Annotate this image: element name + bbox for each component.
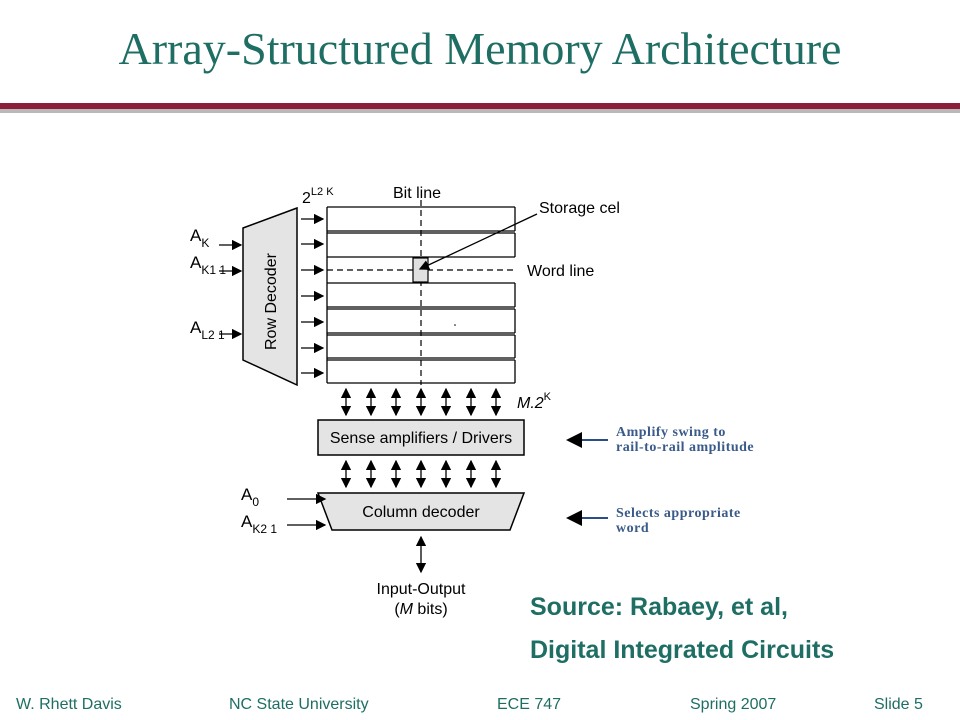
column-address-label-1: AK2 1 (241, 512, 277, 536)
storage-cell (412, 257, 429, 283)
selects-note-line2: word (616, 521, 650, 536)
storage-cell-pointer (418, 213, 538, 270)
amplify-note-line2: rail-to-rail amplitude (616, 440, 755, 455)
footer-author: W. Rhett Davis (16, 696, 122, 713)
source-line-2: Digital Integrated Circuits (530, 636, 835, 664)
slide-title: Array-Structured Memory Architecture (118, 23, 842, 74)
selects-note-line1: Selects appropriate (616, 506, 741, 521)
amplify-note: Amplify swing to rail-to-rail amplitude (616, 425, 754, 455)
column-decoder-block (316, 492, 526, 531)
address-label-0: AK (190, 226, 209, 250)
bit-line-label: Bit line (393, 185, 441, 202)
footer-university: NC State University (229, 696, 369, 713)
column-address-label-0: A0 (241, 485, 259, 509)
input-output-label: Input-Output (377, 581, 467, 598)
bit-line-arrows (340, 387, 502, 417)
sense-amplifiers-block (317, 419, 525, 456)
address-label-1: AK1 1 (190, 253, 226, 277)
row-decoder-block (242, 206, 298, 387)
source-line-1: Source: Rabaey, et al, (530, 593, 788, 621)
column-decoder-label: Column decoder (362, 504, 480, 521)
columns-count-label: M.2K (517, 391, 552, 412)
footer-slide-number: Slide 5 (874, 696, 923, 713)
selects-note: Selects appropriate word (616, 506, 741, 536)
input-output-width-label: (M bits) (394, 601, 447, 618)
column-arrows (340, 459, 502, 489)
word-line-label: Word line (527, 263, 594, 280)
footer-course: ECE 747 (497, 696, 562, 713)
slide-footer: W. Rhett Davis NC State University ECE 7… (0, 690, 960, 720)
title-underline-bar (0, 103, 960, 113)
row-decoder-label: Row Decoder (263, 252, 280, 350)
sense-amplifiers-label: Sense amplifiers / Drivers (330, 430, 512, 447)
footer-term: Spring 2007 (690, 696, 777, 713)
source-citation: Source: Rabaey, et al, Digital Integrate… (530, 586, 950, 672)
address-label-2: AL2 1 (190, 318, 225, 342)
storage-cell-label: Storage cel (539, 200, 620, 217)
amplify-note-line1: Amplify swing to (616, 425, 726, 440)
word-line-drivers (301, 213, 325, 379)
rows-count-label: 2L2 K (302, 186, 334, 207)
array-dot (454, 324, 456, 326)
